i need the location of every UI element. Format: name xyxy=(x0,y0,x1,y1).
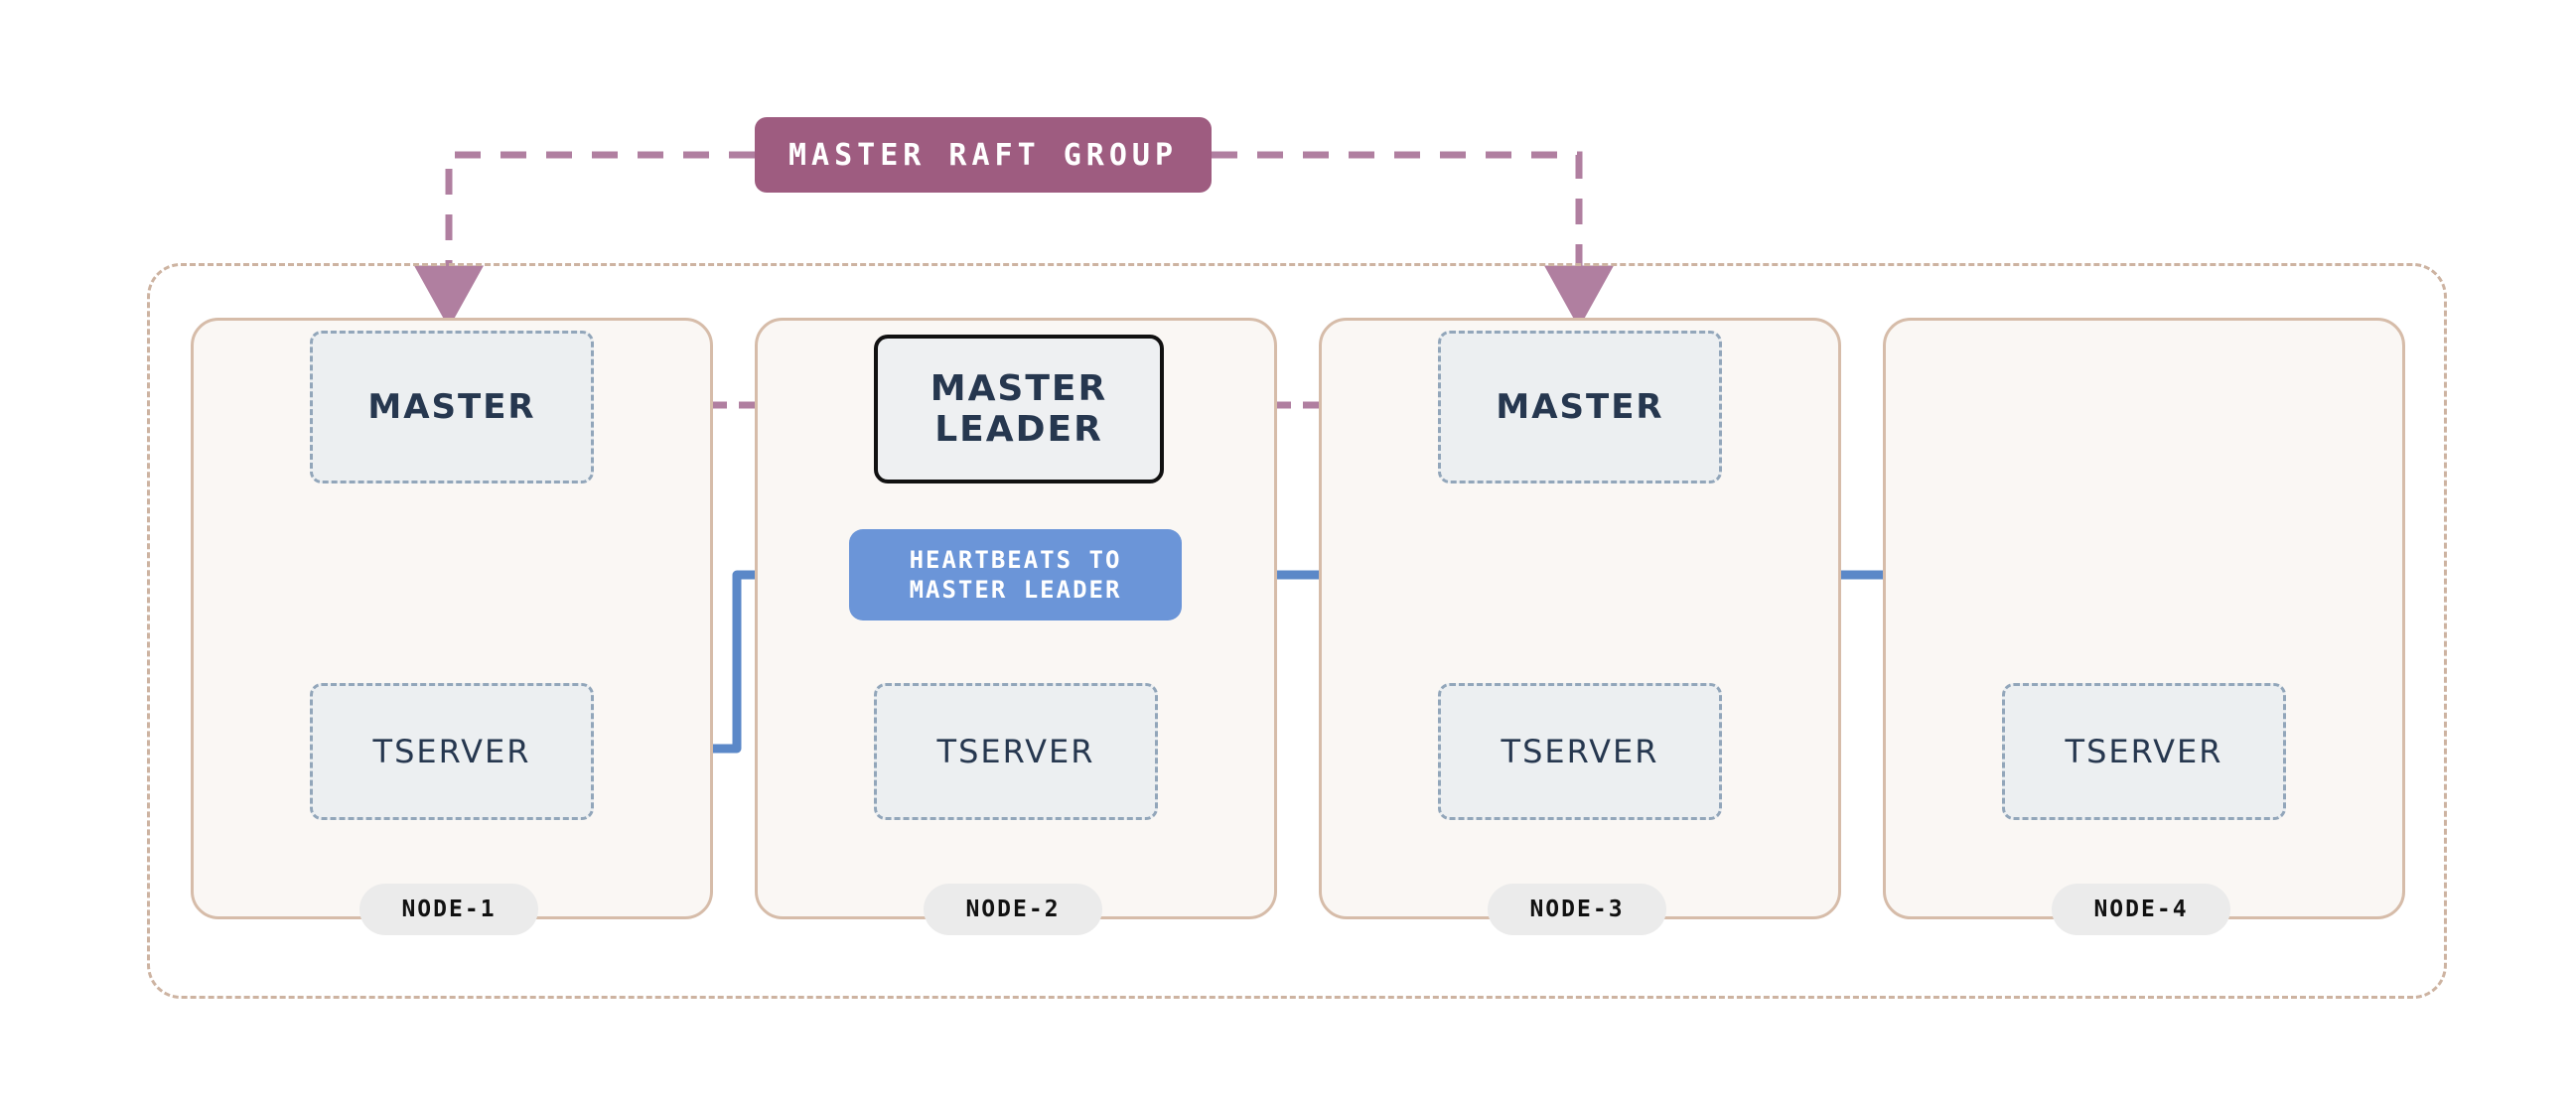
tserver-box-node-1[interactable]: TSERVER xyxy=(310,683,594,820)
master-leader-box-node-2[interactable]: MASTER LEADER xyxy=(874,335,1164,483)
node-container-4 xyxy=(1883,318,2405,919)
node-label-1: NODE-1 xyxy=(359,884,538,935)
heartbeats-label-line2: MASTER LEADER xyxy=(909,576,1122,604)
tserver-box-node-3[interactable]: TSERVER xyxy=(1438,683,1722,820)
master-leader-label-line2: LEADER xyxy=(934,409,1103,450)
tserver-box-node-4[interactable]: TSERVER xyxy=(2002,683,2286,820)
node-label-2: NODE-2 xyxy=(924,884,1102,935)
node-label-3: NODE-3 xyxy=(1488,884,1666,935)
master-box-node-1[interactable]: MASTER xyxy=(310,331,594,483)
master-raft-group-badge: MASTER RAFT GROUP xyxy=(755,117,1212,193)
cluster-boundary xyxy=(147,263,2447,999)
node-label-4: NODE-4 xyxy=(2052,884,2230,935)
master-box-node-3[interactable]: MASTER xyxy=(1438,331,1722,483)
heartbeats-label-line1: HEARTBEATS TO xyxy=(909,546,1122,574)
tserver-box-node-2[interactable]: TSERVER xyxy=(874,683,1158,820)
heartbeats-to-master-leader-badge: HEARTBEATS TO MASTER LEADER xyxy=(849,529,1182,621)
master-leader-label-line1: MASTER xyxy=(930,367,1108,409)
